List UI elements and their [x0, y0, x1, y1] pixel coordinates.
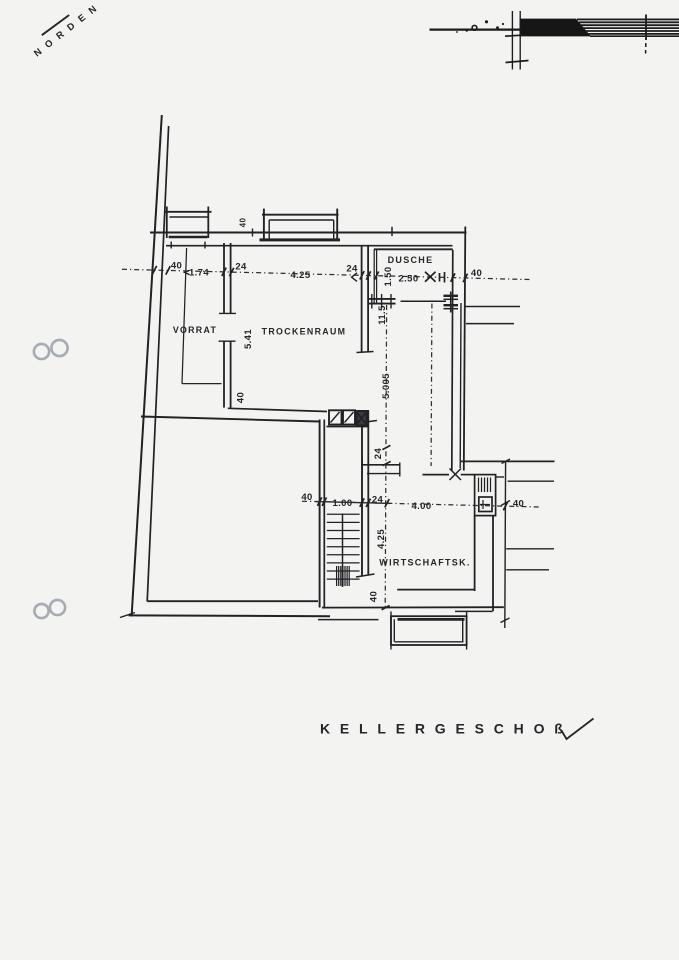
svg-text:40: 40	[368, 591, 379, 602]
svg-text:TROCKENRAUM: TROCKENRAUM	[262, 326, 347, 336]
svg-text:WIRTSCHAFTSK.: WIRTSCHAFTSK.	[379, 558, 470, 568]
svg-text:4.25: 4.25	[290, 270, 310, 281]
svg-text:40: 40	[235, 392, 246, 403]
svg-text:4.25: 4.25	[376, 529, 387, 549]
svg-text:1.74: 1.74	[189, 267, 209, 278]
svg-text:2.50: 2.50	[398, 273, 418, 284]
svg-text:VORRAT: VORRAT	[173, 325, 217, 335]
svg-text:24: 24	[235, 262, 247, 273]
svg-text:40: 40	[513, 499, 524, 510]
svg-text:24: 24	[373, 448, 384, 460]
svg-text:40: 40	[238, 218, 247, 228]
svg-text:40: 40	[301, 492, 312, 503]
svg-text:DUSCHE: DUSCHE	[388, 255, 434, 265]
svg-text:40: 40	[471, 268, 482, 279]
svg-text:4.00: 4.00	[411, 501, 431, 512]
svg-text:5.005: 5.005	[381, 373, 392, 399]
svg-text:5.41: 5.41	[243, 329, 254, 349]
svg-text:1.00: 1.00	[332, 498, 352, 509]
svg-text:11.5: 11.5	[377, 305, 388, 325]
svg-text:24: 24	[372, 494, 384, 505]
svg-text:KELLERGESCHOß: KELLERGESCHOß	[320, 721, 573, 737]
svg-text:40: 40	[171, 260, 182, 271]
svg-text:1.50: 1.50	[383, 266, 394, 286]
svg-text:24: 24	[346, 263, 358, 274]
